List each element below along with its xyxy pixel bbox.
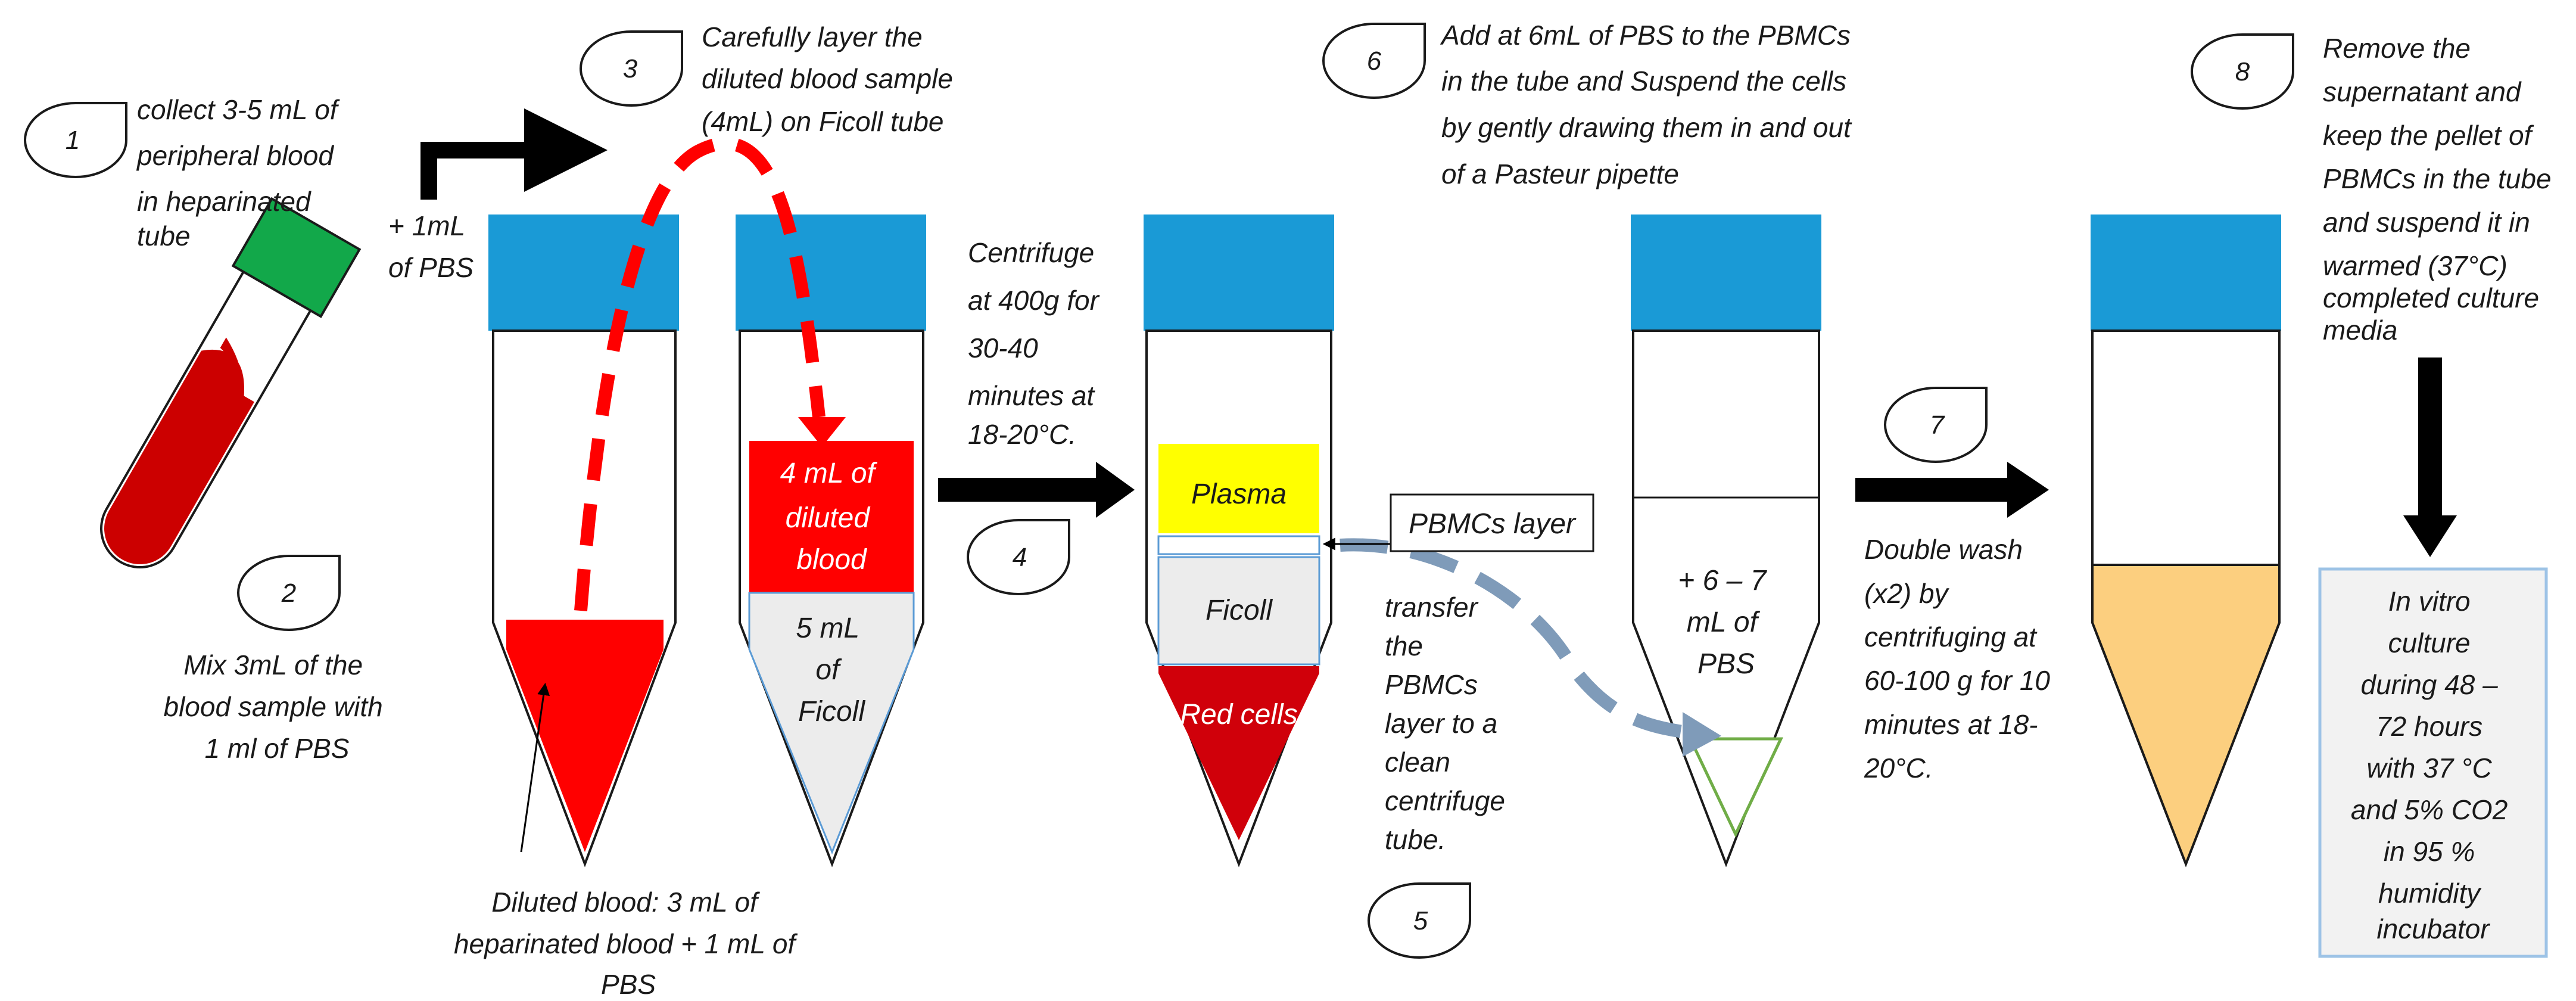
heparin-tube	[100, 197, 362, 568]
blue-dashed-transfer-arc	[1340, 538, 1693, 739]
step-badge-1-number: 1	[66, 126, 80, 155]
label-pbmcs-layer: PBMCs layer	[1409, 508, 1577, 540]
step-badge-3: 3	[579, 30, 683, 107]
pbmc-pellet-marker	[1688, 737, 1783, 838]
red-cells-layer	[1158, 666, 1319, 840]
double-wash-text: Double wash (x2) by centrifuging at 60-1…	[1864, 534, 2058, 784]
step-badge-5-number: 5	[1413, 906, 1428, 935]
arrow-culture-head	[2403, 515, 2457, 557]
label-pbs-6-7: + 6 – 7 mL of PBS	[1678, 565, 1774, 680]
step-badge-5: 5	[1367, 882, 1471, 959]
step-badge-2-number: 2	[281, 579, 296, 608]
tube-b-blood-layer	[749, 441, 914, 593]
step-badge-7: 7	[1883, 387, 1988, 463]
remove-supernatant-text: Remove the supernatant and keep the pell…	[2323, 33, 2559, 346]
step-badge-6-number: 6	[1367, 46, 1382, 76]
tube-b-cap	[736, 214, 926, 331]
blue-dashed-arrow-head	[1683, 712, 1721, 757]
centrifuge-text: Centrifuge at 400g for 30-40 minutes at …	[968, 237, 1107, 450]
tube-d-cap	[1631, 214, 1821, 331]
step-badge-8: 8	[2190, 33, 2294, 110]
tube-c-cap	[1144, 214, 1334, 331]
pbmcs-layer-band	[1157, 535, 1320, 555]
step-badge-2: 2	[236, 555, 341, 631]
mix-text: Mix 3mL of the blood sample with 1 ml of…	[164, 649, 391, 764]
step-badge-3-number: 3	[623, 54, 638, 83]
label-plasma: Plasma	[1191, 478, 1287, 510]
heparin-tube-cap	[231, 197, 362, 318]
arrow-wash-head	[2007, 462, 2049, 518]
label-red-cells: Red cells	[1180, 699, 1297, 730]
tube-a-blood	[506, 620, 664, 852]
tube-ficoll	[736, 214, 926, 868]
plasma-layer	[1158, 444, 1319, 533]
heparin-tube-body	[100, 265, 316, 568]
collect-text: collect 3-5 mL of peripheral blood in he…	[136, 94, 345, 251]
add-pbs-text: + 1mL of PBS	[388, 210, 474, 283]
blood-swirl	[220, 337, 242, 403]
transfer-text: transfer the PBMCs layer to a clean cent…	[1385, 592, 1513, 855]
tube-e-cap	[2091, 214, 2281, 331]
label-ficoll: Ficoll	[1206, 595, 1273, 626]
tube-a-cap	[488, 214, 679, 331]
red-dashed-transfer-arc	[574, 136, 826, 611]
arrow-centrifuge-head	[1096, 462, 1135, 518]
step-badge-4: 4	[966, 519, 1070, 595]
step-badge-7-number: 7	[1930, 411, 1945, 440]
layer-text: Carefully layer the diluted blood sample…	[702, 21, 961, 137]
tube-culture-media	[2091, 214, 2281, 868]
step-badge-1: 1	[23, 102, 127, 178]
ficoll-layer	[1157, 556, 1320, 666]
tube-separated	[1144, 214, 1334, 868]
add-6ml-text: Add at 6mL of PBS to the PBMCs in the tu…	[1440, 20, 1859, 189]
in-vitro-culture-text: In vitro culture during 48 – 72 hours wi…	[2351, 586, 2515, 944]
diluted-blood-caption: Diluted blood: 3 mL of heparinated blood…	[454, 887, 803, 1000]
culture-media-fill	[2091, 564, 2281, 868]
pointer-diluted-blood	[520, 682, 550, 853]
pbmcs-layer-label-box	[1390, 493, 1594, 552]
in-vitro-culture-box	[2318, 567, 2548, 958]
step-badge-8-number: 8	[2235, 57, 2250, 86]
label-diluted-blood: 4 mL of diluted blood	[780, 458, 883, 576]
label-ficoll-5ml: 5 mL of Ficoll	[796, 613, 867, 728]
step-badge-4-number: 4	[1013, 543, 1027, 572]
red-dashed-arrow-head	[798, 417, 846, 447]
tube-pbs-wash	[1631, 214, 1821, 868]
bent-arrow-add-pbs	[420, 108, 608, 200]
tube-b-ficoll-layer	[748, 592, 915, 854]
heparin-tube-blood	[104, 349, 254, 565]
step-badge-6: 6	[1322, 23, 1426, 99]
